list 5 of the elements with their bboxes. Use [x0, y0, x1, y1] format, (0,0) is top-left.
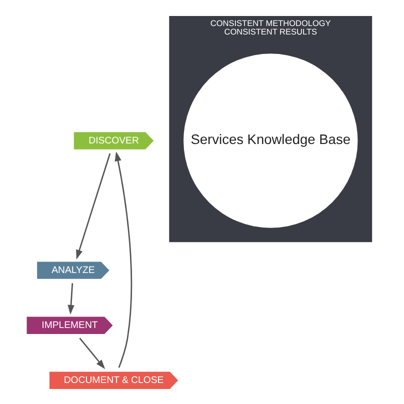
arrow [114, 151, 132, 368]
arrow [79, 338, 106, 370]
arrow [76, 153, 111, 260]
arrow [68, 283, 74, 315]
node-circle: Services Knowledge Base [184, 54, 358, 228]
